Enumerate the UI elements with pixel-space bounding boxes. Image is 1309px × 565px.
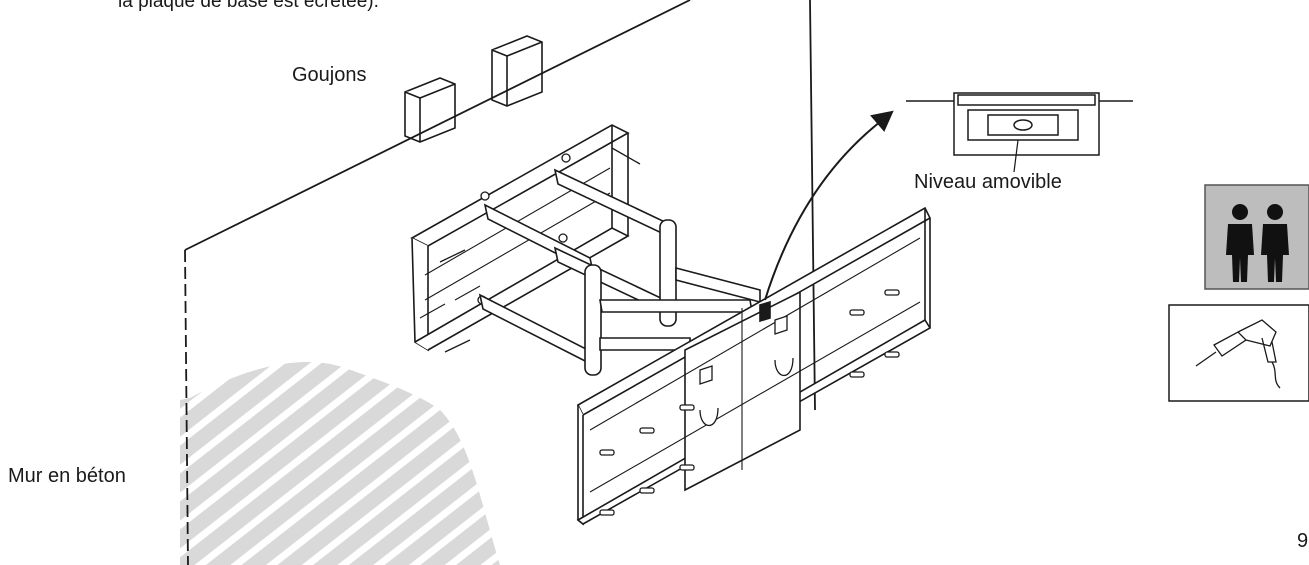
label-level: Niveau amovible — [914, 171, 1062, 193]
wall-plate — [410, 124, 630, 352]
label-studs: Goujons — [292, 64, 367, 86]
bracket-slots — [599, 289, 900, 516]
caption-text: la plaque de base est écrêtée). — [118, 0, 379, 12]
two-people-icon — [1204, 184, 1309, 290]
page-number: 9 — [1297, 530, 1309, 552]
wall-studs — [404, 35, 543, 143]
level-pointer-arrow — [764, 110, 894, 301]
label-concrete-wall: Mur en béton — [8, 465, 126, 487]
power-drill-icon — [1168, 304, 1309, 402]
removable-level-detail — [906, 92, 1133, 173]
concrete-hatch — [180, 361, 500, 565]
mounting-screws — [439, 147, 641, 353]
wall-outline — [184, 0, 816, 565]
articulating-arms — [478, 168, 761, 376]
tv-bracket — [576, 206, 932, 526]
